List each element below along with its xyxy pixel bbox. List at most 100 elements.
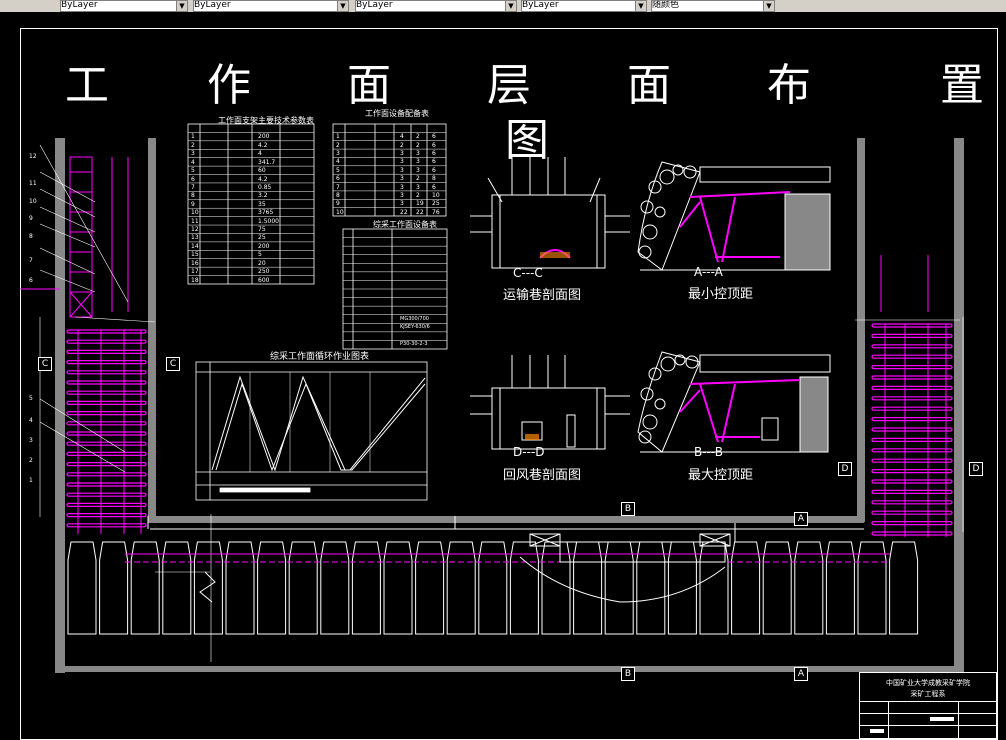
support-bar	[871, 417, 953, 422]
table-cell: 3.2	[258, 192, 268, 200]
table-cell: 3	[400, 150, 404, 158]
color-combo-value: ByLayer	[194, 0, 231, 10]
right-roadway-wall	[857, 138, 865, 522]
support-aa	[679, 191, 791, 263]
table-cell: MG300/700	[400, 315, 429, 322]
table3-title: 综采工作面设备表	[373, 220, 437, 229]
support-bar	[66, 411, 147, 416]
section-bb-label: B---B	[694, 445, 724, 459]
title-char: 置	[940, 60, 984, 111]
table-cell: 4	[258, 150, 262, 158]
shield-support	[825, 541, 855, 635]
table-cell: 6	[432, 158, 436, 166]
support-bar	[871, 333, 953, 338]
layer-combo[interactable]: ByLayer ▼	[60, 0, 188, 12]
support-bar	[66, 360, 147, 365]
shield-support	[636, 541, 666, 635]
chevron-down-icon[interactable]: ▼	[337, 1, 348, 11]
shield-support	[478, 541, 508, 635]
table-cell: 3	[400, 200, 404, 208]
table-cell: 3	[191, 150, 195, 158]
table-cell: 1	[336, 133, 340, 141]
table-cell: 7	[336, 183, 340, 191]
support-bar	[871, 396, 953, 401]
title-block-line2: 采矿工程系	[910, 690, 946, 698]
support-bar	[871, 323, 953, 328]
table-cell: 25	[432, 200, 440, 208]
table-cell: 10	[191, 209, 199, 217]
shield-support	[667, 541, 697, 635]
shield-support	[257, 541, 287, 635]
marker-a-top: A	[794, 512, 808, 526]
table-cell: 3	[400, 166, 404, 174]
title-block-divider	[860, 713, 996, 714]
section-dd-drawing	[470, 355, 630, 450]
table-cell: 13	[191, 234, 199, 242]
marker-c-left: C	[38, 357, 52, 371]
section-aa-caption: 最小控顶距	[688, 287, 754, 302]
support-bar	[66, 502, 147, 507]
table-cell: 35	[258, 200, 266, 208]
lineweight-combo[interactable]: ByLayer▼	[521, 0, 647, 12]
shield-support	[762, 541, 792, 635]
cycle-chart	[195, 361, 428, 501]
title-char: 工	[65, 60, 109, 111]
title-block-mark	[930, 717, 954, 721]
support-bar	[871, 406, 953, 411]
section-aa-label: A---A	[694, 265, 723, 279]
leader-number: 9	[29, 215, 33, 222]
marker-d-left: D	[838, 462, 852, 476]
linetype-combo[interactable]: ByLayer▼	[355, 0, 517, 12]
table-cell: 3	[400, 175, 404, 183]
leader-lines	[39, 144, 964, 662]
support-bar	[66, 523, 147, 528]
chevron-down-icon[interactable]: ▼	[635, 1, 646, 11]
section-bb-drawing	[637, 351, 831, 453]
drawing-canvas[interactable]: 工 作 面 层 面 布 置 图	[0, 12, 1006, 740]
table-cell: KJSEY-630/6	[400, 324, 430, 331]
support-bar	[66, 329, 147, 334]
shield-support	[351, 541, 381, 635]
plotstyle-combo[interactable]: 随颜色▼	[651, 0, 775, 12]
marker-d-right: D	[969, 462, 983, 476]
support-bar	[871, 489, 953, 494]
support-bar	[66, 421, 147, 426]
table-cell: 12	[191, 226, 199, 234]
table-cell: 3	[336, 150, 340, 158]
support-bar	[66, 513, 147, 518]
shield-support	[320, 541, 350, 635]
title-char: 层	[487, 60, 531, 111]
color-combo[interactable]: ByLayer ▼	[193, 0, 349, 12]
table-cell: P30-30-2-3	[400, 341, 428, 348]
leader-number: 10	[29, 198, 37, 205]
layer-combo-value: ByLayer	[61, 0, 98, 10]
table-cell: 8	[432, 175, 436, 183]
shield-support	[509, 541, 539, 635]
table-cell: 3765	[258, 209, 274, 217]
support-bb	[679, 379, 801, 443]
right-wall	[954, 138, 964, 673]
table-cell: 15	[191, 251, 199, 259]
table-cell: 22	[416, 208, 424, 216]
table-cell: 1.5000	[258, 217, 279, 225]
chevron-down-icon[interactable]: ▼	[763, 1, 774, 11]
table-cell: 5	[258, 251, 262, 259]
table-cell: 6	[191, 175, 195, 183]
table-cell: 5	[336, 166, 340, 174]
section-cc-caption: 运输巷剖面图	[503, 288, 582, 303]
support-bar	[66, 441, 147, 446]
section-cc-drawing	[470, 157, 630, 269]
support-bar	[871, 448, 953, 453]
support-bar	[66, 472, 147, 477]
shield-support	[731, 541, 761, 635]
table-cell: 3	[416, 183, 420, 191]
table1-title: 工作面支架主要技术参数表	[218, 116, 314, 125]
title-char: 布	[767, 60, 811, 111]
table-cell: 16	[191, 259, 199, 267]
tech-params-table	[187, 123, 315, 285]
chevron-down-icon[interactable]: ▼	[176, 1, 187, 11]
chevron-down-icon[interactable]: ▼	[505, 1, 516, 11]
shield-support	[699, 541, 729, 635]
section-dd-label: D---D	[513, 445, 545, 459]
table-cell: 17	[191, 268, 199, 276]
